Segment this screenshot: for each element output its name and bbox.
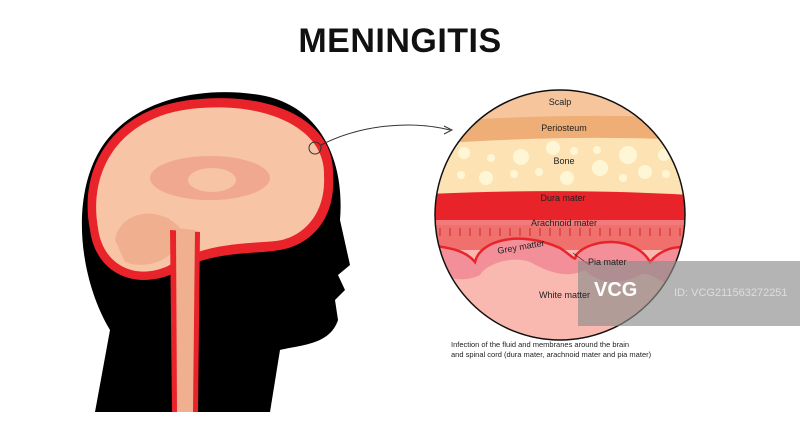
brainstem [176, 228, 195, 412]
zoom-marker [308, 141, 322, 155]
caption-line-2: and spinal cord (dura mater, arachnoid m… [451, 350, 652, 359]
page-title: MENINGITIS [298, 22, 502, 60]
watermark-logo: VCG [594, 279, 638, 301]
watermark: VCG ID: VCG211563272251 [578, 261, 800, 326]
pointer-arrowhead [443, 125, 454, 135]
pointer-arrow [320, 124, 451, 146]
caption: Infection of the fluid and membranes aro… [451, 340, 651, 360]
watermark-id: ID: VCG211563272251 [674, 287, 788, 299]
detail-circle-border [434, 89, 686, 341]
caption-line-1: Infection of the fluid and membranes aro… [451, 340, 630, 349]
thalamus [188, 168, 236, 192]
cerebellum [115, 213, 181, 265]
